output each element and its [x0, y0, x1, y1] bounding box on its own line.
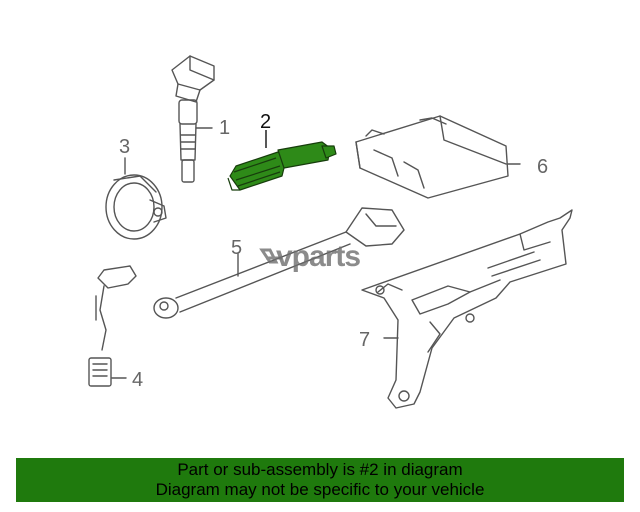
watermark-text: vparts: [276, 240, 360, 273]
callout-3: 3: [119, 136, 130, 158]
callout-4: 4: [132, 369, 143, 391]
callout-1: 1: [219, 117, 230, 139]
ignition-coil-part: [171, 55, 215, 183]
banner-line-1: Part or sub-assembly is #2 in diagram: [177, 460, 463, 479]
wiring-harness-part: [153, 207, 405, 319]
bracket-part: [361, 209, 573, 409]
callout-6: 6: [537, 156, 548, 178]
spark-plug-part: [227, 130, 337, 191]
parts-diagram: 1 2 3 4 5 6 7 vparts: [88, 55, 573, 409]
vparts-watermark: vparts: [259, 240, 361, 273]
round-sensor-part: [105, 157, 167, 240]
callout-5: 5: [231, 237, 242, 259]
banner-line-2: Diagram may not be specific to your vehi…: [155, 480, 485, 499]
crank-sensor-part: [88, 265, 137, 387]
ecu-module-part: [355, 115, 521, 199]
callout-7: 7: [359, 329, 370, 351]
callout-2: 2: [260, 111, 271, 133]
info-banner: Part or sub-assembly is #2 in diagram Di…: [16, 458, 624, 502]
